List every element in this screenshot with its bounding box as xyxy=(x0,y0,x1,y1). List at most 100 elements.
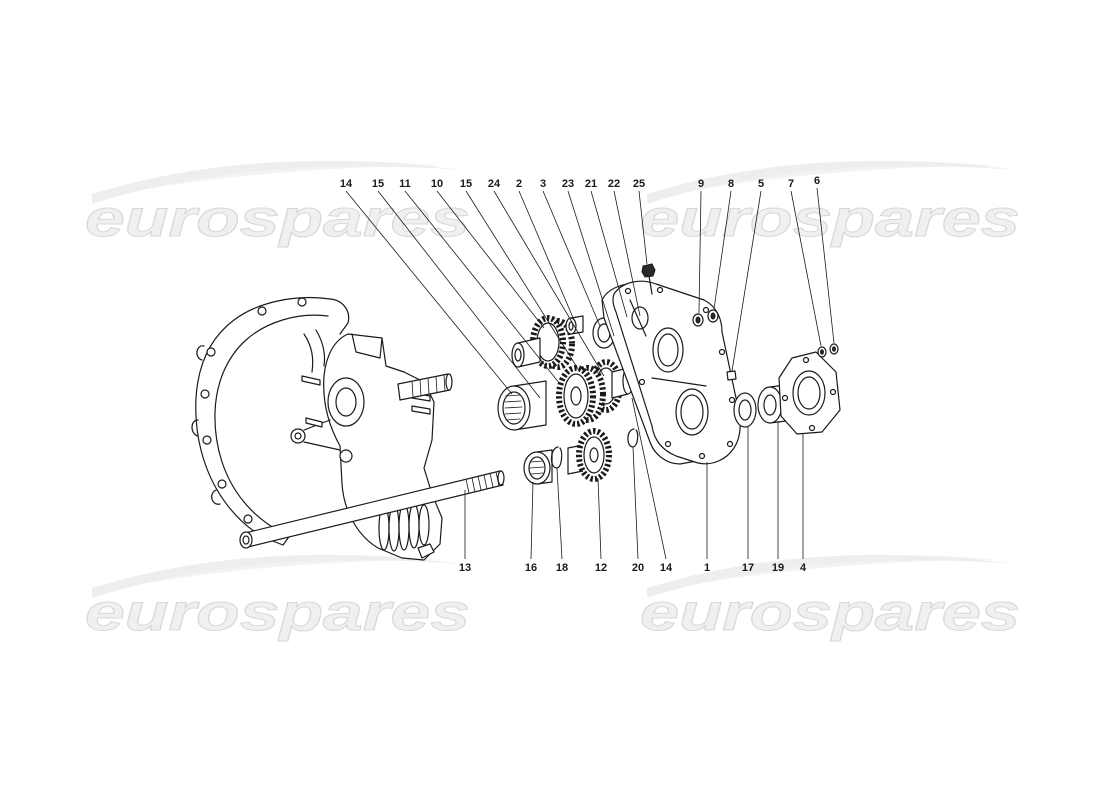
case-bolt-hole xyxy=(624,287,632,295)
bolt-25-shank xyxy=(648,275,653,295)
leader-line-25 xyxy=(638,190,648,265)
callout-23: 23 xyxy=(562,178,574,190)
callout-21: 21 xyxy=(585,178,597,190)
casting-nub xyxy=(417,543,435,559)
watermark-swoosh xyxy=(695,555,995,584)
shaft-spline-lines xyxy=(465,471,500,494)
gear-11-bore xyxy=(570,386,582,406)
callout-14-bottom: 14 xyxy=(660,562,673,574)
case-bolt-hole xyxy=(726,440,734,448)
callout-8: 8 xyxy=(728,178,734,190)
gearbox-case-1 xyxy=(601,280,741,465)
watermark-text: eurospares xyxy=(85,584,470,642)
callout-25: 25 xyxy=(633,178,645,190)
leader-line-15-right xyxy=(465,190,581,373)
shaft-left-bore xyxy=(242,535,250,545)
splined-stub-end xyxy=(445,373,453,391)
bushing-24-bore xyxy=(568,321,574,331)
callout-18: 18 xyxy=(556,562,568,574)
needle-bearing-14 xyxy=(497,380,547,431)
mainshaft-13 xyxy=(239,470,505,549)
bearing-17 xyxy=(733,392,757,428)
leader-line-3 xyxy=(542,190,601,327)
casting-boss xyxy=(339,449,353,463)
bolt-hole xyxy=(200,389,210,399)
snap-ring-18 xyxy=(550,446,563,469)
leader-line-12 xyxy=(597,477,602,560)
callout-11: 11 xyxy=(399,178,411,190)
cooling-fin xyxy=(418,504,430,546)
case-bolt-hole xyxy=(728,396,736,404)
callout-2: 2 xyxy=(516,178,522,190)
callout-13: 13 xyxy=(459,562,471,574)
spline-lines xyxy=(411,374,446,398)
case-bore-lower-inner xyxy=(680,394,704,430)
nut-8-hole xyxy=(710,312,716,320)
bolt-25 xyxy=(641,263,656,295)
leader-line-23 xyxy=(567,190,615,337)
callout-22: 22 xyxy=(608,178,620,190)
callout-16: 16 xyxy=(525,562,537,574)
leader-line-7 xyxy=(790,190,822,347)
casting-body xyxy=(323,333,443,561)
callout-4: 4 xyxy=(800,562,807,574)
leader-line-6 xyxy=(816,187,835,344)
leader-line-15-left xyxy=(377,190,541,399)
callout-12: 12 xyxy=(595,562,607,574)
watermark-top-left: eurospares xyxy=(85,160,471,249)
bolt-hole xyxy=(217,479,227,489)
bell-housing-ear xyxy=(211,489,221,505)
casting-hub-bore xyxy=(335,387,357,417)
bearing-17-inner xyxy=(738,399,752,421)
bolt-hole xyxy=(297,297,307,307)
case-bore-upper-inner xyxy=(657,333,679,367)
leader-line-11 xyxy=(404,190,561,385)
callout-20: 20 xyxy=(632,562,644,574)
flange-bolt-hole xyxy=(808,424,816,432)
leader-line-20 xyxy=(632,446,639,560)
bell-housing-outer-rim xyxy=(195,296,331,541)
case-bolt-hole xyxy=(638,378,646,386)
case-bolt-hole xyxy=(718,348,726,356)
callout-17: 17 xyxy=(742,562,754,574)
callout-7: 7 xyxy=(788,178,794,190)
snap-ring-20 xyxy=(627,428,639,448)
callout-24: 24 xyxy=(488,178,501,190)
leader-line-24 xyxy=(493,190,605,377)
gear-10 xyxy=(511,315,575,370)
washer-6 xyxy=(829,343,839,355)
needle-bearing-14-bore xyxy=(502,391,526,425)
bolt-25-head xyxy=(641,263,656,278)
watermark-swoosh xyxy=(140,161,440,190)
leader-line-5 xyxy=(731,190,762,372)
shaft-right-end xyxy=(497,470,505,486)
callout-15-left: 15 xyxy=(372,178,384,190)
washer-7 xyxy=(817,346,827,358)
seal-19-bore xyxy=(763,394,777,416)
callouts-top: 14 15 11 10 15 24 2 3 23 21 22 25 9 8 5 … xyxy=(340,175,820,190)
case-bolt-hole xyxy=(698,452,706,460)
callout-3: 3 xyxy=(540,178,546,190)
callout-6: 6 xyxy=(814,175,820,187)
watermark-text: eurospares xyxy=(640,584,1020,642)
bolt-hole xyxy=(257,306,267,316)
gear-10-bore xyxy=(514,348,522,362)
casting-bracket xyxy=(351,333,383,359)
leader-line-16 xyxy=(530,481,534,560)
callout-1: 1 xyxy=(704,562,710,574)
bell-housing-inner-rim xyxy=(214,314,329,529)
case-bolt-hole xyxy=(656,286,664,294)
watermark-swoosh xyxy=(695,161,995,190)
bell-housing-ear xyxy=(196,345,205,361)
leader-lines-bottom xyxy=(464,397,804,560)
bolt-hole xyxy=(206,347,216,357)
bell-housing-rib xyxy=(315,329,326,367)
callout-5: 5 xyxy=(758,178,764,190)
case-rib xyxy=(629,299,707,387)
callout-9: 9 xyxy=(698,178,704,190)
callout-15-right: 15 xyxy=(460,178,472,190)
needle-rollers xyxy=(529,460,545,475)
case-bolt-hole xyxy=(702,306,710,314)
